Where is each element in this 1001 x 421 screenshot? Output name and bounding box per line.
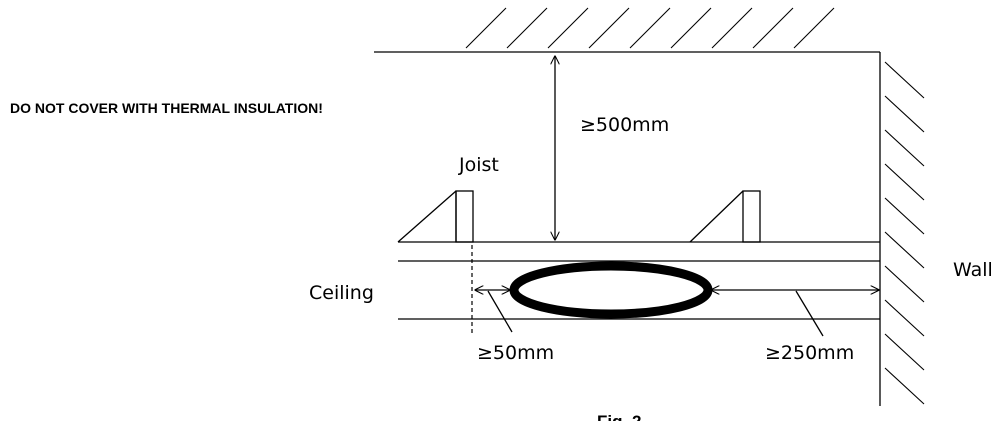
roof-hatching <box>465 7 835 49</box>
downlight-fixture <box>509 261 713 319</box>
wall-clearance-label: ≥250mm <box>765 342 854 364</box>
wall-hatching <box>884 61 925 405</box>
joist-clearance-leader <box>487 290 513 333</box>
wall-label: Wall <box>953 259 993 281</box>
joist-left <box>397 190 474 243</box>
ceiling-label: Ceiling <box>309 282 374 304</box>
joist-clearance-label: ≥50mm <box>477 342 554 364</box>
figure-caption: Fig. 2 <box>597 412 641 421</box>
joist-label: Joist <box>458 154 499 176</box>
clearance-above-label: ≥500mm <box>580 114 669 136</box>
joist-right <box>689 190 761 243</box>
warning-text: DO NOT COVER WITH THERMAL INSULATION! <box>10 100 323 116</box>
wall-clearance-leader <box>795 290 824 337</box>
